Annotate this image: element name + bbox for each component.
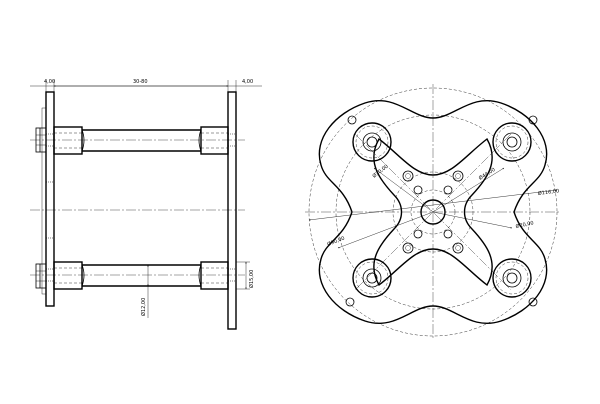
bottom-rod (30, 261, 245, 290)
hole-inner-6 (443, 185, 453, 195)
hole-inner-8 (443, 229, 453, 239)
bearing-bottom-right (492, 258, 532, 298)
left-plate (45, 91, 55, 307)
front-view: Ø30,00 Ø44,00 Ø116,00 Ø20,00 Ø90,00 (305, 84, 561, 340)
hole-corner-tl (347, 115, 357, 125)
hole-inner-7 (413, 229, 423, 239)
dim-rod-diameter: Ø12,00 (140, 298, 147, 316)
dim-span: 30-80 (133, 79, 148, 85)
left-bottom-boss (35, 263, 47, 289)
top-rod (30, 126, 245, 155)
dim-d44: Ø44,00 (477, 166, 496, 182)
hole-inner-4 (452, 242, 464, 254)
hole-corner-br (528, 297, 538, 307)
side-view: 4,00 30-80 4,00 Ø12,00 Ø15,00 (30, 79, 262, 330)
inner-boss-outline (373, 137, 493, 287)
dim-left-plate: 4,00 (44, 79, 55, 85)
hole-corner-bl (345, 297, 355, 307)
hole-inner-2 (452, 170, 464, 182)
bearing-top-right (492, 122, 532, 162)
right-plate (227, 91, 237, 330)
dim-right-plate: 4,00 (242, 79, 253, 85)
dim-d116: Ø116,00 (537, 187, 559, 197)
bearing-top-left (352, 122, 392, 162)
dim-d20: Ø20,00 (515, 219, 534, 230)
bearing-bottom-left (352, 258, 392, 298)
hole-inner-1 (402, 170, 414, 182)
hole-inner-5 (413, 185, 423, 195)
dim-d90: Ø90,00 (326, 235, 346, 248)
hole-corner-tr (528, 115, 538, 125)
hole-inner-3 (402, 242, 414, 254)
dim-boss-diameter: Ø15,00 (248, 270, 255, 288)
